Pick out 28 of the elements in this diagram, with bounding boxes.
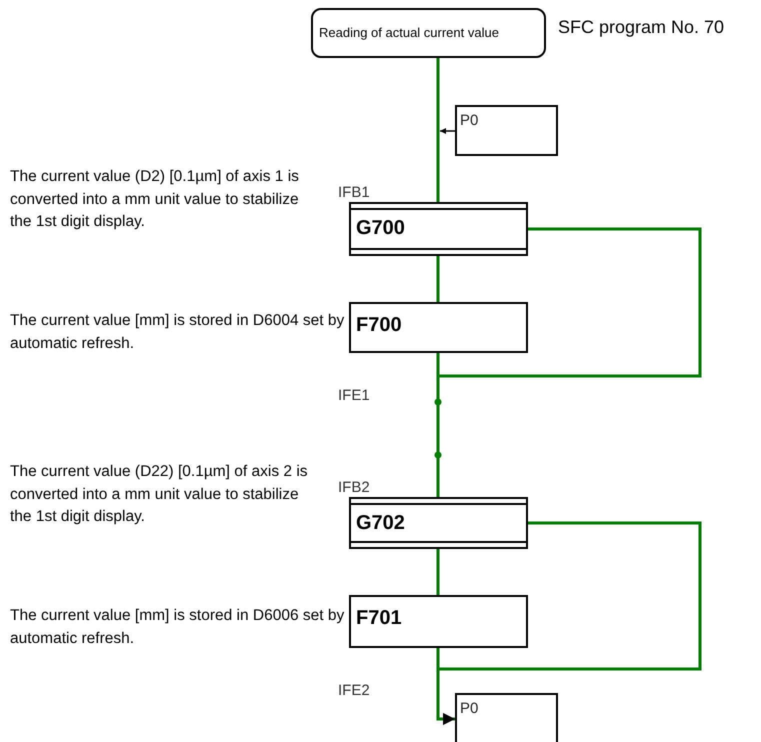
connector-line xyxy=(440,128,455,134)
jump-target-box xyxy=(455,693,558,742)
block-start-label: IFB1 xyxy=(338,184,370,201)
block-end-label: IFE2 xyxy=(338,681,371,701)
step-label: P0 xyxy=(460,700,478,717)
step-label: Reading of actual current value xyxy=(319,25,499,40)
step-label: P0 xyxy=(460,112,478,129)
block-step-box xyxy=(349,202,528,256)
connector-line xyxy=(436,256,440,302)
connector-line xyxy=(436,58,440,202)
block-end-label: IFE1 xyxy=(338,386,371,406)
step-label: F701 xyxy=(356,607,402,630)
step-box xyxy=(349,595,528,648)
comment-text: The current value (D2) [0.1µm] of axis 1 is converted into a mm unit value to stabilize the 1st digit display. xyxy=(10,167,300,232)
connector-line xyxy=(436,522,702,725)
program-title: SFC program No. 70 xyxy=(558,17,724,38)
step-label: F700 xyxy=(356,314,402,337)
comment-text: The current value [mm] is stored in D6006 set by automatic refresh. xyxy=(10,606,345,648)
connector-line xyxy=(436,549,440,595)
step-label: G700 xyxy=(356,217,405,240)
start-step-box xyxy=(311,8,546,58)
step-box xyxy=(349,302,528,353)
jump-target-box xyxy=(455,105,558,156)
comment-text: The current value (D22) [0.1µm] of axis 2 is converted into a mm unit value to stabilize the 1st digit display. xyxy=(10,462,309,527)
step-label: G702 xyxy=(356,512,405,535)
comment-text: The current value [mm] is stored in D6004 set by automatic refresh. xyxy=(10,311,345,354)
block-step-box xyxy=(349,497,528,549)
block-start-label: IFB2 xyxy=(338,479,370,496)
